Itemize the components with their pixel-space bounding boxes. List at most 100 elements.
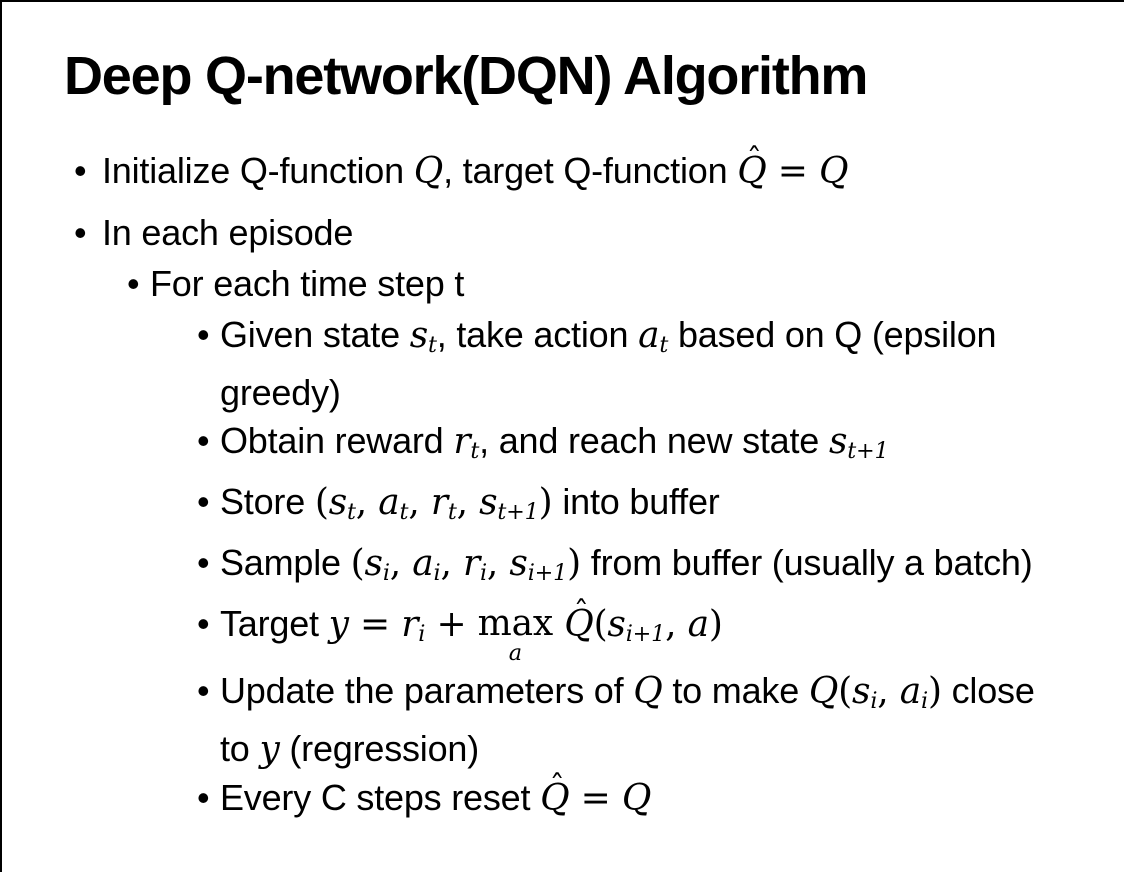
text-segment: Q	[819, 151, 849, 192]
text-segment: ,	[665, 603, 688, 645]
hat-accent: ˆ	[573, 595, 589, 631]
bullet-text: In each episode	[102, 209, 1124, 257]
text-segment: s	[607, 603, 626, 645]
text-segment: to make	[662, 670, 809, 712]
bullet-marker: •	[197, 602, 210, 644]
bullet-item: •Store (st, at, rt, st+1) into buffer	[2, 478, 1124, 536]
text-segment: For each time step t	[150, 263, 465, 304]
text-segment: i	[433, 559, 441, 586]
text-segment: )	[708, 603, 723, 645]
text-segment: ,	[440, 542, 463, 584]
text-segment: t	[659, 331, 669, 358]
text-line: to y (regression)	[220, 725, 1124, 774]
text-segment: (	[838, 671, 853, 713]
bullet-item: •Initialize Q-function Q, target Q-funct…	[2, 143, 1124, 196]
text-segment: a	[638, 315, 660, 356]
text-segment: (	[350, 542, 365, 584]
text-segment: i+1	[527, 559, 568, 586]
text-segment: (	[593, 603, 608, 645]
text-line: In each episode	[102, 209, 1124, 257]
text-segment: s	[852, 671, 871, 713]
hat-accent: ˆ	[549, 770, 565, 806]
text-segment: r	[453, 420, 471, 462]
bullet-item: • In each episode	[2, 209, 1124, 257]
text-segment: ,	[486, 542, 510, 584]
text-line: Given state st, take action at based on …	[220, 311, 1124, 369]
text-segment: s	[364, 542, 383, 584]
text-segment: In each episode	[102, 212, 354, 253]
text-segment: i+1	[625, 620, 666, 647]
bullet-marker: •	[74, 150, 87, 191]
bullet-text: For each time step t	[150, 260, 1124, 308]
text-line: greedy)	[220, 369, 1124, 417]
text-segment: t+1	[497, 498, 539, 525]
bullet-marker: •	[74, 212, 87, 253]
text-segment: Sample	[220, 541, 351, 583]
bullet-text: Sample (si, ai, ri, si+1) from buffer (u…	[220, 539, 1124, 597]
text-segment: i	[921, 688, 928, 715]
text-segment	[553, 604, 564, 645]
bullet-item: •Sample (si, ai, ri, si+1) from buffer (…	[2, 539, 1124, 597]
variable: Q	[540, 778, 570, 820]
text-segment: into buffer	[552, 480, 720, 522]
text-segment: s	[328, 481, 347, 523]
bullet-item: •Obtain reward rt, and reach new state s…	[2, 417, 1124, 475]
text-segment: Initialize Q-function	[102, 150, 414, 191]
bullet-text: Given state st, take action at based on …	[220, 311, 1124, 417]
text-segment: ,	[408, 481, 431, 523]
text-segment: s	[828, 420, 848, 462]
text-segment: i	[382, 559, 390, 586]
bullet-text: Initialize Q-function Q, target Q-functi…	[102, 143, 1124, 196]
bullet-item: •Given state st, take action at based on…	[2, 311, 1124, 417]
text-segment: to	[220, 728, 260, 770]
text-segment: r	[401, 603, 419, 645]
text-segment: r	[462, 542, 480, 584]
text-segment: s	[509, 542, 528, 584]
bullet-marker: •	[197, 419, 210, 461]
text-segment: t	[447, 498, 457, 525]
under-script: a	[508, 640, 522, 667]
text-segment: t	[470, 437, 480, 464]
text-line: Update the parameters of Q to make Q(si,…	[220, 667, 1124, 725]
text-segment: Obtain reward	[220, 419, 454, 461]
bullet-marker: •	[197, 670, 210, 712]
text-segment: Q	[621, 778, 652, 820]
text-segment: Update the parameters of	[220, 670, 634, 712]
text-segment: =	[348, 603, 402, 645]
text-segment: i	[870, 688, 878, 715]
text-segment: r	[430, 481, 448, 523]
bullet-marker: •	[197, 777, 210, 819]
text-segment: a	[378, 481, 400, 523]
text-segment: (regression)	[279, 728, 480, 770]
text-segment: )	[927, 671, 942, 713]
text-line: Store (st, at, rt, st+1) into buffer	[220, 478, 1124, 536]
bullet-text: Obtain reward rt, and reach new state st…	[220, 417, 1124, 475]
text-segment: =	[569, 778, 622, 820]
variable: Q	[737, 151, 767, 192]
text-segment: Target	[220, 602, 329, 644]
bullet-list: •Initialize Q-function Q, target Q-funct…	[2, 143, 1124, 823]
text-segment: , target Q-function	[443, 150, 738, 191]
text-line: Obtain reward rt, and reach new state st…	[220, 417, 1124, 475]
text-segment: based on Q (epsilon	[668, 314, 997, 355]
text-segment: t+1	[847, 437, 889, 464]
text-segment: a	[899, 671, 922, 713]
bullet-marker: •	[197, 480, 210, 522]
text-segment: greedy)	[220, 371, 341, 413]
operator-name: max	[477, 603, 554, 645]
text-segment: Store	[220, 480, 315, 522]
text-segment: Q	[808, 671, 839, 713]
text-segment: Given state	[220, 314, 410, 355]
hat-accent: ˆ	[746, 142, 762, 178]
text-line: Sample (si, ai, ri, si+1) from buffer (u…	[220, 539, 1124, 597]
